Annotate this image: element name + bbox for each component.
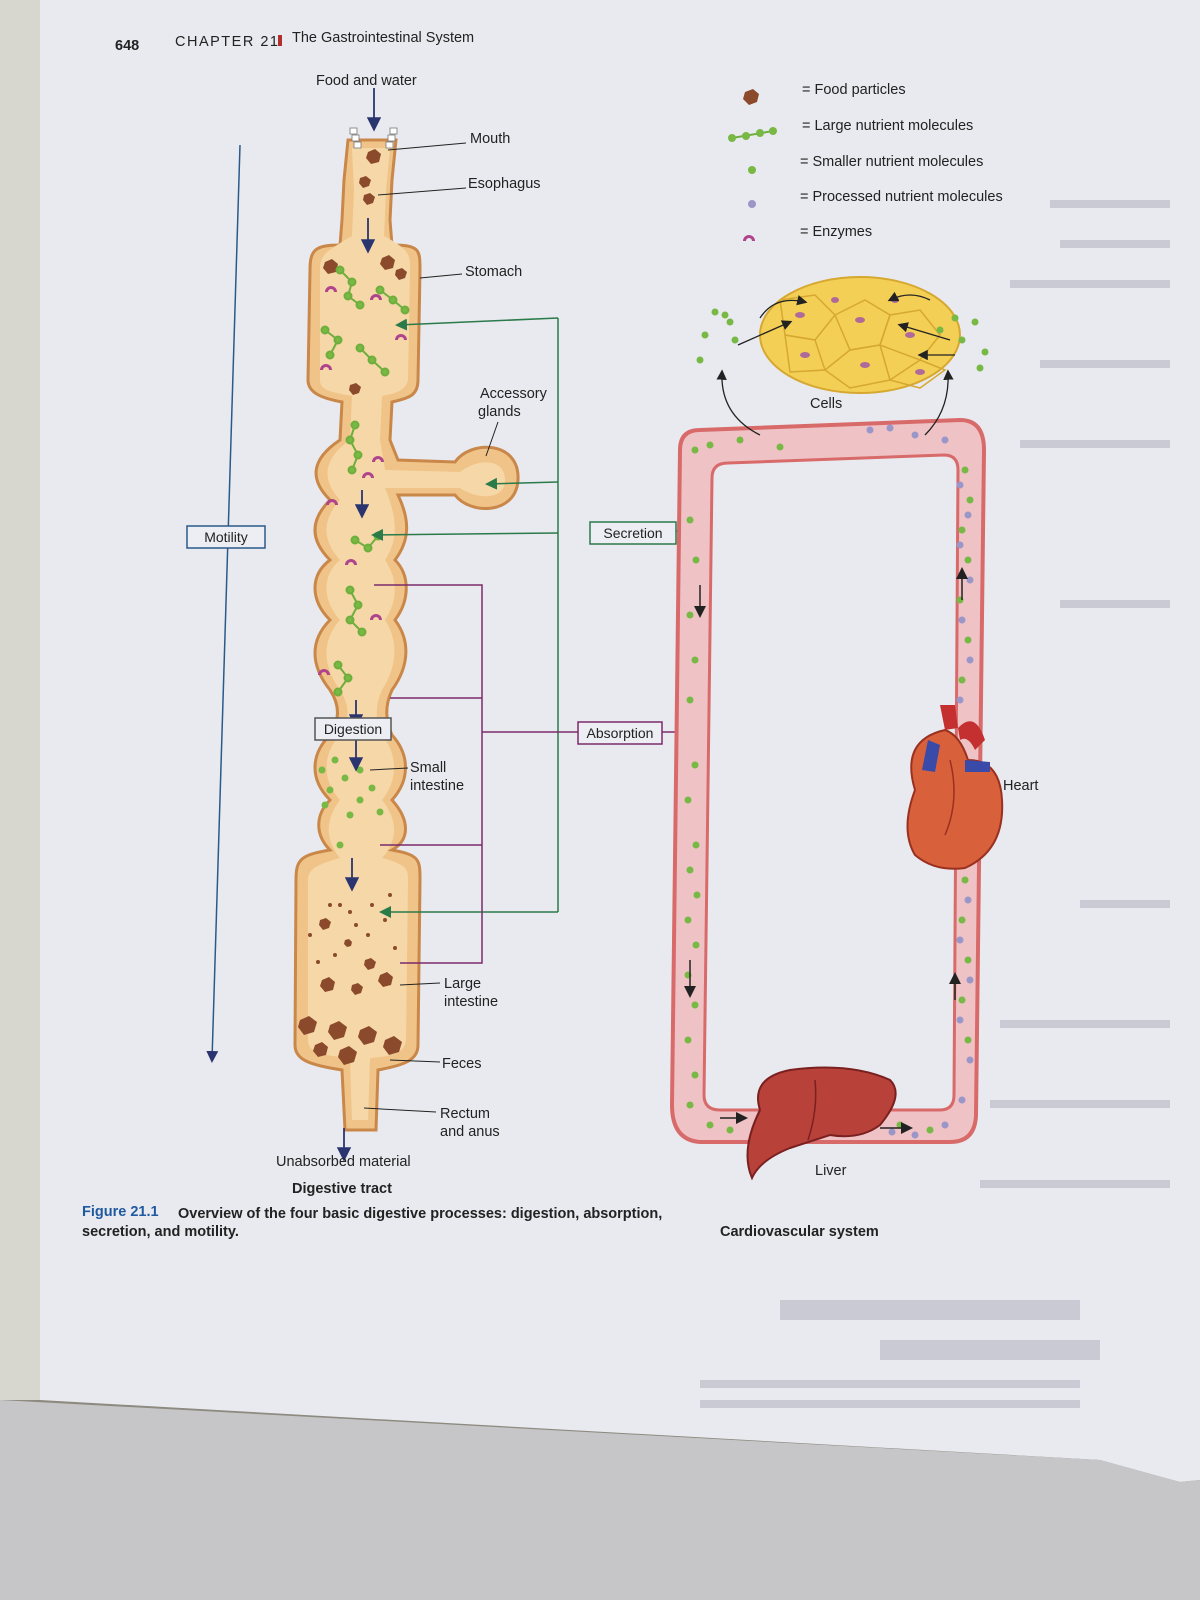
large-intestine-label-2: intestine [444,994,498,1010]
esophagus-leader [377,187,467,196]
rectum-label-2: and anus [440,1124,500,1140]
vessel-nutrients [684,424,974,1139]
absorption-box [577,721,663,745]
stomach-label: Stomach [465,264,522,280]
small-nutrient-icon [748,166,756,174]
page-spine-shadow [0,0,40,1400]
caption-line-2: secretion, and motility. [82,1224,239,1240]
page-number: 648 [115,38,139,54]
teeth-icon [349,127,398,149]
large-intestine-label-1: Large [444,976,481,992]
digestion-box [314,717,392,741]
secretion-box [589,521,677,545]
chapter-title: The Gastrointestinal System [292,30,474,46]
legend-label-food: = Food particles [802,82,906,98]
esophagus-label: Esophagus [468,176,541,192]
digestion-label: Digestion [324,721,382,737]
feces-leader [389,1059,441,1063]
lower-page [0,1400,1200,1600]
feces-label: Feces [442,1056,482,1072]
mouth-leader [387,142,467,151]
small-intestine-label-1: Small [410,760,446,776]
digestive-tract-title: Digestive tract [292,1181,392,1197]
liver-label: Liver [815,1163,847,1179]
unabsorbed-label: Unabsorbed material [276,1154,411,1170]
food-particles [298,149,407,1065]
small-intestine-leader [369,767,409,771]
mouth-label: Mouth [470,131,510,147]
figure-label: Figure 21.1 [82,1204,159,1220]
motility-arrow [206,144,241,1063]
legend-label-small: = Smaller nutrient molecules [800,154,983,170]
cells-illustration: Cells [696,276,989,436]
secretion-label: Secretion [603,525,662,541]
accessory-label-2: glands [478,404,521,420]
enzyme-icon [743,235,755,241]
food-and-water-label: Food and water [316,73,417,89]
absorption-label: Absorption [587,725,654,741]
accessory-label-1: Accessory [480,386,548,402]
food-particle-icon [743,89,759,105]
legend-label-large: = Large nutrient molecules [802,118,973,134]
bleed-through-text [700,200,1170,1408]
legend-label-processed: = Processed nutrient molecules [800,189,1003,205]
enzymes [318,286,407,675]
processed-nutrient-icon [748,200,756,208]
accessory-leader [485,421,499,457]
stomach-leader [419,273,463,279]
large-intestine-leader [399,982,441,986]
large-nutrient-molecules [320,265,410,697]
heart-label: Heart [1003,778,1038,794]
rectum-label-1: Rectum [440,1106,490,1122]
motility-label: Motility [204,529,248,545]
cardiovascular-title: Cardiovascular system [720,1224,879,1240]
large-nutrient-icon [728,127,777,142]
liver-illustration [746,1066,897,1181]
chapter-label: CHAPTER 21 [175,34,279,50]
legend: = Food particles = Large nutrient molecu… [728,82,1003,241]
blood-vessel-loop [669,417,987,1144]
chapter-separator [278,35,282,46]
legend-label-enzymes: = Enzymes [800,224,872,240]
heart-illustration [906,705,1004,870]
small-nutrient-molecules [318,756,384,849]
secretion-lines [371,317,709,918]
motility-box [186,525,266,549]
cells-label: Cells [810,396,842,412]
flow-arrows [336,88,382,1162]
small-intestine-label-2: intestine [410,778,464,794]
caption-line-1: Overview of the four basic digestive pro… [178,1206,662,1222]
rectum-leader [363,1107,437,1113]
